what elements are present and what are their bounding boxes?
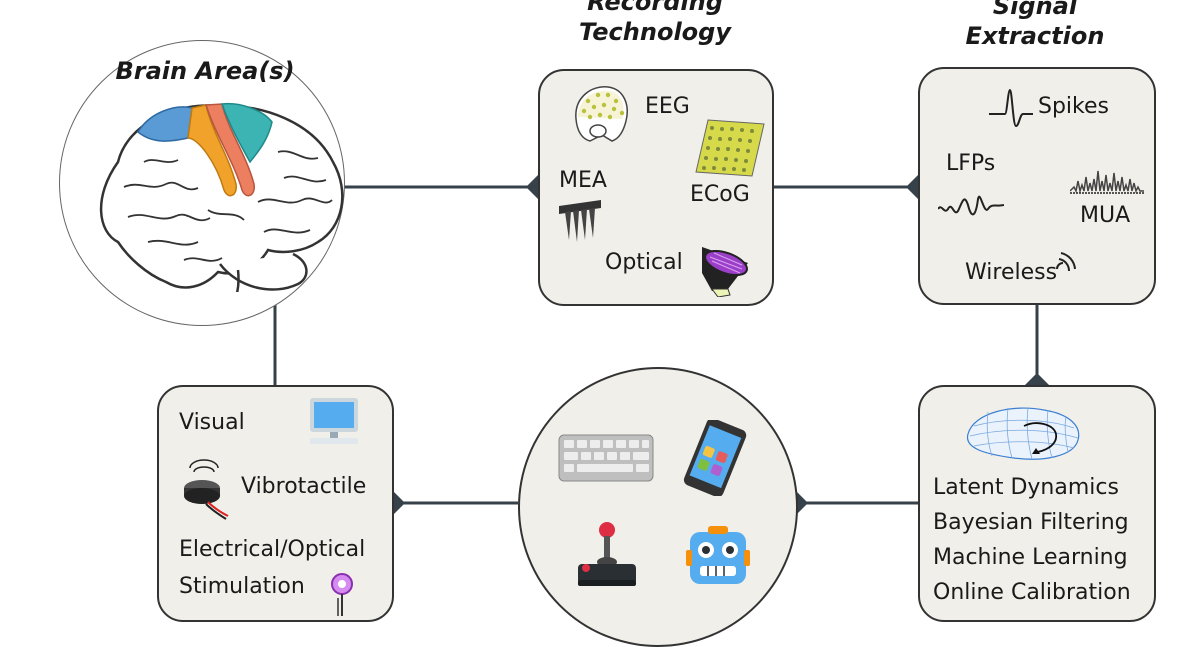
visual-label: Visual [179,410,245,435]
output-devices-node [518,367,798,647]
robot-icon [686,526,750,584]
signal-heading-line2: Extraction [965,22,1105,50]
vibrotactile-label: Vibrotactile [241,474,367,499]
monitor-icon [310,398,358,444]
smartphone-icon [683,420,747,496]
optical-label: Optical [605,250,683,275]
stimulation-label-line1: Electrical/Optical [179,537,366,562]
decoding-item-1: Bayesian Filtering [933,510,1129,535]
spike-waveform-icon [989,88,1033,128]
stimulation-probe-icon [331,573,353,616]
latent-manifold-icon [966,407,1080,460]
stimulation-label-line2: Stimulation [179,574,305,599]
keyboard-icon [558,434,654,482]
optical-fiber-icon [702,247,748,297]
brain-area-heading: Brain Area(s) [115,57,295,85]
ecog-label: ECoG [690,182,750,207]
wireless-signal-icon [1056,252,1076,272]
decoding-item-3: Online Calibration [933,580,1131,605]
ecog-grid-icon [695,119,765,177]
recording-heading-line2: Technology [579,18,731,46]
mua-waveform-icon [1070,170,1144,194]
eeg-label: EEG [645,94,690,119]
eeg-cap-icon [575,86,628,142]
decoding-item-2: Machine Learning [933,545,1128,570]
signal-heading-line1: Signal [992,0,1078,20]
wireless-label: Wireless [965,260,1058,285]
vibration-motor-icon [184,459,229,520]
decoding-item-0: Latent Dynamics [933,475,1119,500]
mea-label: MEA [559,168,607,193]
mua-label: MUA [1080,203,1131,228]
joystick-icon [578,522,636,586]
mea-probe-icon [559,200,601,242]
brain-icon [99,102,344,292]
spikes-label: Spikes [1038,94,1109,119]
lfp-waveform-icon [938,195,1004,216]
recording-heading-line1: Recording [587,0,723,16]
lfps-label: LFPs [946,151,996,176]
